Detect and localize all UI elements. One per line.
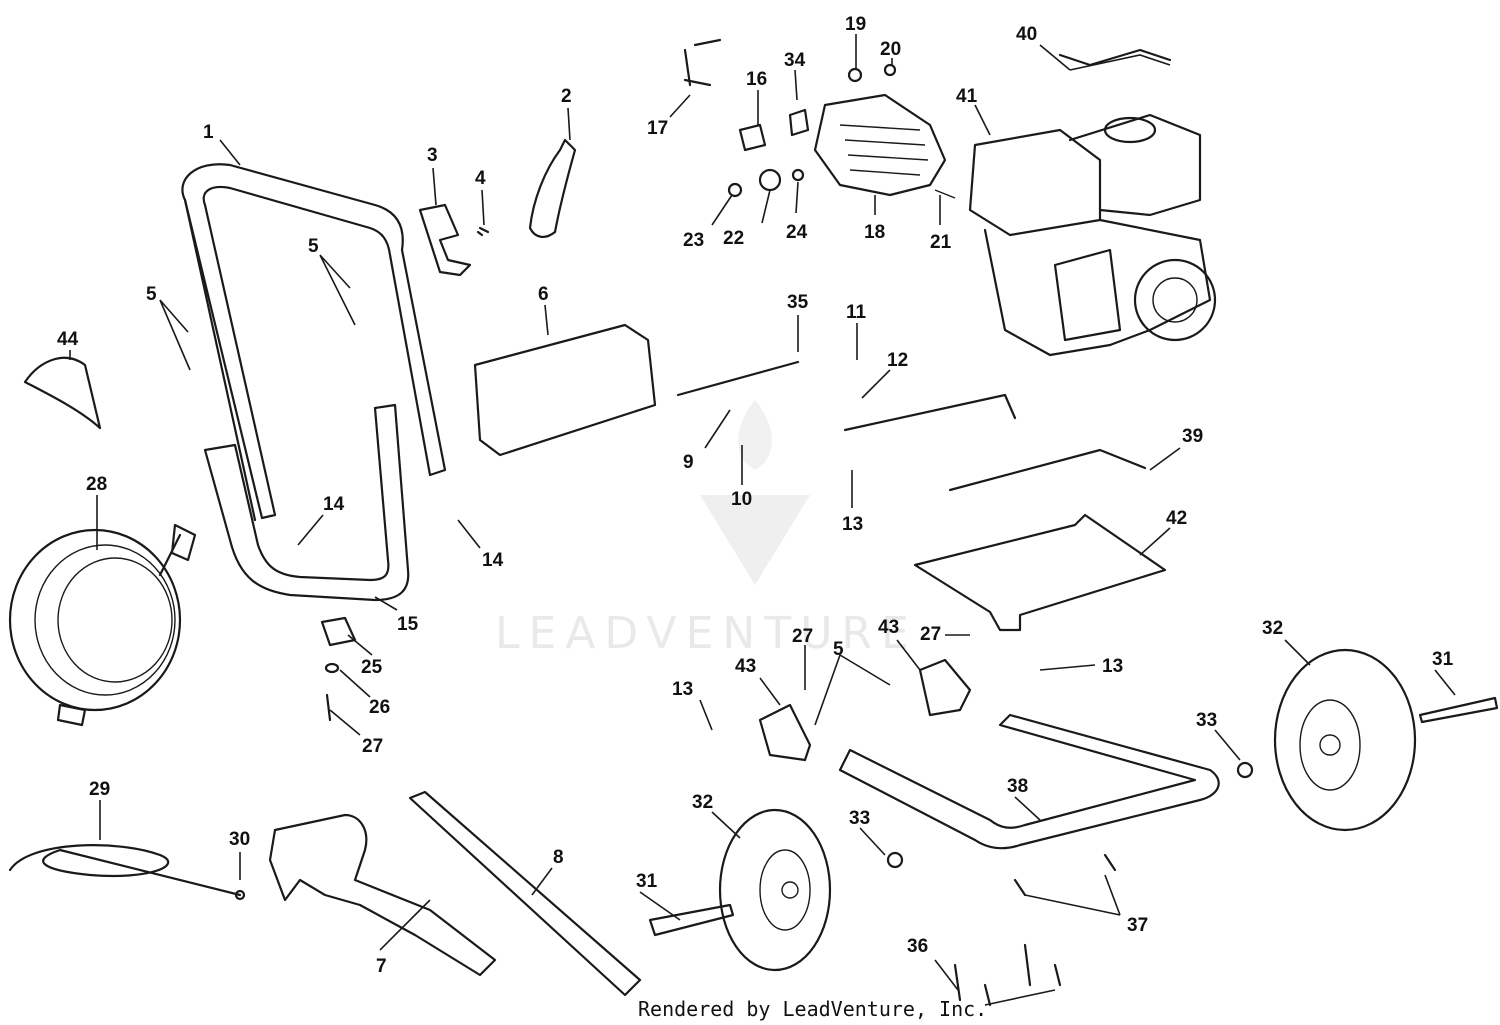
callout-13b: 13 [672, 679, 693, 700]
callout-7: 7 [376, 956, 387, 977]
callout-41: 41 [956, 86, 978, 107]
callout-34: 34 [784, 50, 806, 71]
extension-hose [8, 844, 242, 897]
callout-38: 38 [1007, 776, 1028, 797]
callout-39: 39 [1182, 426, 1203, 447]
callout-14a: 14 [323, 494, 345, 515]
engine [968, 48, 1217, 357]
callout-36: 36 [907, 936, 928, 957]
callout-21: 21 [930, 232, 952, 253]
callout-35: 35 [787, 292, 809, 313]
pump-assembly [683, 38, 956, 199]
callout-1: 1 [203, 122, 214, 143]
footer-credit: Rendered by LeadVenture, Inc. [638, 997, 987, 1021]
callout-14b: 14 [482, 550, 504, 571]
bolt-rod-39 [948, 448, 1147, 492]
spray-gun [268, 813, 497, 977]
hose-fitting [234, 889, 246, 901]
callout-9: 9 [683, 452, 694, 473]
tie-rod-lower [843, 393, 1017, 432]
callout-5b: 5 [308, 236, 319, 257]
callout-40: 40 [1016, 24, 1037, 45]
tie-rod-upper [676, 360, 800, 397]
callout-labels: 1 2 3 4 5 5 5 6 7 8 9 10 11 12 13 13 13 … [57, 14, 1454, 977]
callout-leaders [69, 34, 1456, 1006]
callout-10: 10 [731, 489, 752, 510]
callout-27a: 27 [362, 736, 383, 757]
callout-27b: 27 [792, 626, 813, 647]
handle-frame [181, 163, 447, 602]
callout-31a: 31 [636, 871, 658, 892]
callout-25: 25 [361, 657, 383, 678]
washer-26 [324, 662, 340, 674]
callout-20: 20 [880, 39, 901, 60]
callout-33b: 33 [1196, 710, 1217, 731]
bracket-right [918, 658, 972, 717]
callout-5a: 5 [146, 284, 157, 305]
callout-5c: 5 [833, 639, 844, 660]
foot-bumper [320, 616, 357, 647]
callout-2: 2 [561, 86, 572, 107]
callout-32a: 32 [692, 792, 713, 813]
callout-11: 11 [846, 302, 867, 323]
bracket-left [758, 703, 812, 762]
spray-wand [408, 790, 642, 997]
callout-42: 42 [1166, 508, 1187, 529]
hook-screw [476, 226, 490, 237]
watermark-text: LEADVENTURE [495, 608, 918, 659]
callout-18: 18 [864, 222, 885, 243]
callout-24: 24 [786, 222, 808, 243]
callout-43b: 43 [878, 617, 899, 638]
nozzle-tip [23, 356, 102, 430]
callout-32b: 32 [1262, 618, 1283, 639]
callout-4: 4 [475, 168, 486, 189]
callout-23: 23 [683, 230, 704, 251]
callout-17: 17 [647, 118, 668, 139]
callout-3: 3 [427, 145, 438, 166]
callout-37: 37 [1127, 915, 1148, 936]
bolts-36 [953, 943, 1062, 1007]
callout-19: 19 [845, 14, 866, 35]
hose-strap [528, 138, 577, 238]
callout-13c: 13 [1102, 656, 1123, 677]
callout-44: 44 [57, 329, 79, 350]
screw-27 [325, 693, 332, 722]
callout-29: 29 [89, 779, 110, 800]
callout-6: 6 [538, 284, 549, 305]
washer-33 [886, 851, 904, 869]
callout-22: 22 [723, 228, 744, 249]
callout-43a: 43 [735, 656, 756, 677]
high-pressure-hose [8, 523, 197, 727]
callout-16: 16 [746, 69, 767, 90]
engine-base-plate [913, 513, 1167, 632]
callout-31b: 31 [1432, 649, 1454, 670]
axle-frame [838, 713, 1220, 850]
control-panel [473, 323, 657, 457]
callout-28: 28 [86, 474, 107, 495]
callout-26: 26 [369, 697, 390, 718]
wheel-right [1236, 648, 1499, 832]
callout-15: 15 [397, 614, 419, 635]
callout-8: 8 [553, 847, 564, 868]
callout-27c: 27 [920, 624, 941, 645]
wheel-left [648, 808, 832, 972]
clips-37 [1013, 853, 1117, 897]
callout-30: 30 [229, 829, 250, 850]
callout-12: 12 [887, 350, 908, 371]
leadventure-watermark: LEADVENTURE [495, 400, 918, 659]
callout-13a: 13 [842, 514, 863, 535]
callout-33a: 33 [849, 808, 870, 829]
hose-hook [418, 203, 472, 277]
